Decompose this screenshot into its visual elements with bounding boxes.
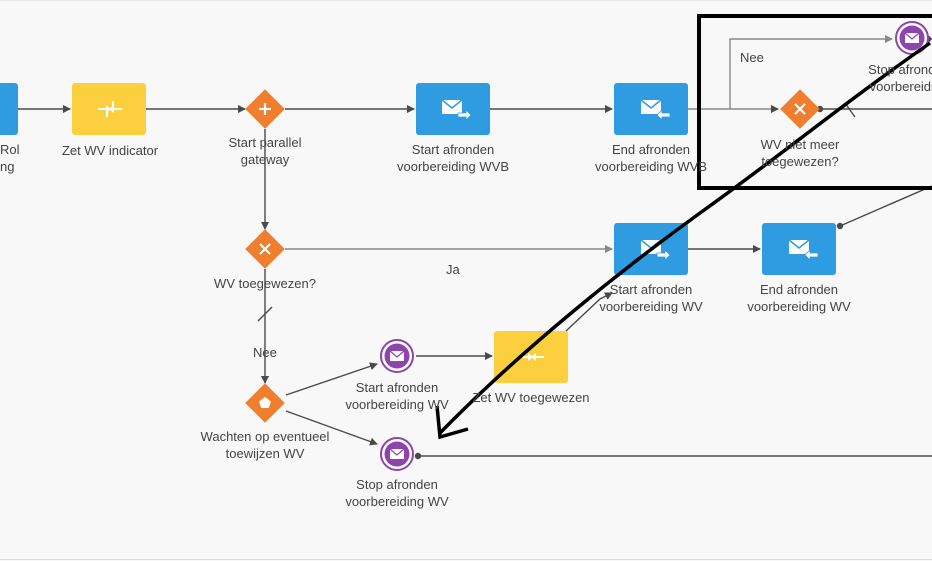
gateway-wv-toegewezen[interactable] bbox=[245, 229, 285, 269]
task-start-afronden-wvb-label: Start afronden voorbereiding WVB bbox=[397, 142, 509, 174]
task-zet-wv-indicator[interactable] bbox=[72, 83, 146, 135]
task-start-afronden-wvb[interactable] bbox=[416, 83, 490, 135]
annotation-highlight bbox=[435, 14, 932, 440]
edge-label-nee-left: Nee bbox=[253, 345, 277, 360]
task-rol-label: Rol ng bbox=[0, 142, 20, 174]
flow-wachten-to-stop-event bbox=[285, 410, 378, 446]
flow-nee-top bbox=[729, 35, 893, 109]
event-stop-afronden-top[interactable] bbox=[895, 21, 929, 55]
flow-default-slash bbox=[257, 306, 273, 322]
gateway-wv-niet-meer[interactable] bbox=[780, 89, 820, 129]
receive-envelope-icon bbox=[788, 239, 819, 261]
event-stop-afronden-wv-label: Stop afronden voorbereiding WV bbox=[345, 477, 449, 509]
envelope-icon bbox=[904, 32, 920, 43]
flow-wachten-to-start-event bbox=[285, 362, 378, 396]
annotation-arrowhead bbox=[435, 405, 469, 440]
task-start-afronden-wv-label: Start afronden voorbereiding WV bbox=[599, 282, 703, 314]
annotation-arrow bbox=[438, 41, 932, 435]
sequence-flows bbox=[18, 35, 932, 460]
flow-end-wv-up bbox=[839, 185, 932, 227]
gateway-start-parallel-label: Start parallel gateway bbox=[228, 135, 302, 167]
x-icon bbox=[259, 243, 271, 255]
plus-icon bbox=[259, 103, 271, 115]
gateway-wv-niet-meer-label: WV niet meer toegewezen? bbox=[760, 137, 840, 169]
envelope-icon bbox=[389, 350, 405, 361]
receive-envelope-icon bbox=[640, 99, 671, 121]
flow-zet-to-start-wv bbox=[565, 292, 613, 332]
envelope-icon bbox=[389, 448, 405, 459]
event-stop-afronden-top-label: Stop afronden voorbereiding bbox=[868, 62, 932, 94]
edge-label-nee-top: Nee bbox=[740, 50, 764, 65]
task-end-afronden-wvb[interactable] bbox=[614, 83, 688, 135]
event-start-afronden-wv-label: Start afronden voorbereiding WV bbox=[345, 380, 449, 412]
compress-arrows-icon bbox=[98, 101, 122, 117]
task-zet-wv-toegewezen[interactable] bbox=[494, 331, 568, 383]
task-zet-wv-indicator-label: Zet WV indicator bbox=[61, 143, 159, 158]
gateway-wachten-op-label: Wachten op eventueel toewijzen WV bbox=[200, 429, 330, 461]
task-zet-wv-toegewezen-label: Zet WV toegewezen bbox=[472, 390, 590, 405]
task-end-afronden-wvb-label: End afronden voorbereiding WVB bbox=[595, 142, 707, 174]
task-end-afronden-wv[interactable] bbox=[762, 223, 836, 275]
task-end-afronden-wv-label: End afronden voorbereiding WV bbox=[747, 282, 851, 314]
edge-label-ja: Ja bbox=[446, 262, 460, 277]
pentagon-icon bbox=[259, 397, 271, 408]
task-rol[interactable] bbox=[0, 83, 18, 135]
x-icon bbox=[794, 103, 806, 115]
event-stop-afronden-wv[interactable] bbox=[380, 437, 414, 471]
gateway-wachten-op[interactable] bbox=[245, 383, 285, 423]
annotation-box bbox=[697, 14, 932, 190]
gateway-wv-toegewezen-label: WV toegewezen? bbox=[214, 276, 316, 291]
event-start-afronden-wv[interactable] bbox=[380, 339, 414, 373]
gateway-start-parallel[interactable] bbox=[245, 89, 285, 129]
send-envelope-icon bbox=[441, 99, 472, 121]
